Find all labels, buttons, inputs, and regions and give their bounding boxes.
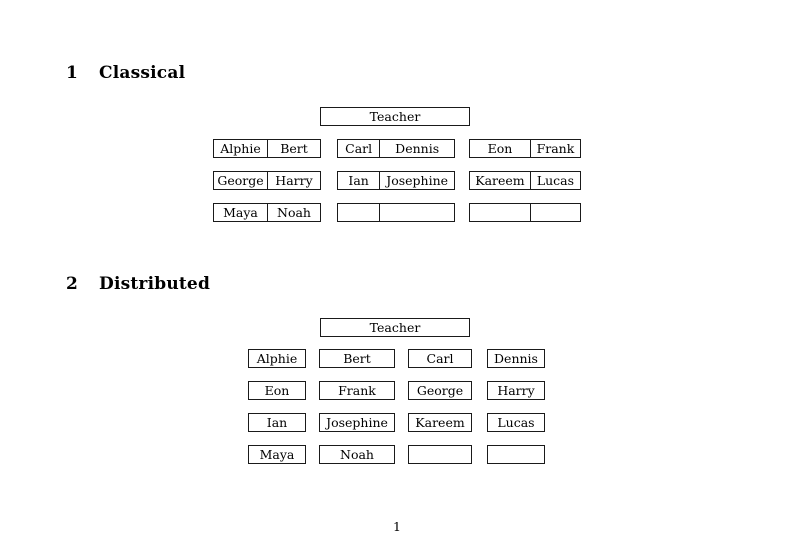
cell-empty-right-1[interactable]	[470, 204, 530, 221]
distributed-cell-josephine[interactable]: Josephine	[319, 413, 395, 432]
cell-bert[interactable]: Bert	[266, 140, 320, 157]
distributed-cell-empty-2[interactable]	[487, 445, 545, 464]
cell-kareem[interactable]: Kareem	[475, 173, 525, 188]
section-number: 1	[66, 63, 79, 83]
classical-group-right-row-2[interactable]: Kareem Lucas	[469, 171, 581, 190]
cell-noah[interactable]: Noah	[266, 204, 320, 221]
section-heading-classical: 1 Classical	[66, 63, 185, 83]
distributed-cell-george[interactable]: George	[408, 381, 472, 400]
cell-empty-right-2[interactable]	[529, 204, 580, 221]
classical-group-right-row-3[interactable]	[469, 203, 581, 222]
classical-group-middle-row-2[interactable]: Ian Josephine	[337, 171, 455, 190]
classical-group-middle-row-3[interactable]	[337, 203, 455, 222]
distributed-cell-carl[interactable]: Carl	[408, 349, 472, 368]
classical-group-middle-row-1[interactable]: Carl Dennis	[337, 139, 455, 158]
cell-harry[interactable]: Harry	[266, 172, 320, 189]
distributed-cell-ian[interactable]: Ian	[248, 413, 306, 432]
classical-group-left-row-1[interactable]: Alphie Bert	[213, 139, 321, 158]
distributed-cell-noah[interactable]: Noah	[319, 445, 395, 464]
cell-eon[interactable]: Eon	[487, 141, 513, 156]
distributed-cell-dennis[interactable]: Dennis	[487, 349, 545, 368]
distributed-cell-eon[interactable]: Eon	[248, 381, 306, 400]
cell-george[interactable]: George	[217, 173, 264, 188]
distributed-cell-empty-1[interactable]	[408, 445, 472, 464]
cell-carl[interactable]: Carl	[345, 141, 373, 156]
classical-group-left-row-2[interactable]: George Harry	[213, 171, 321, 190]
distributed-cell-frank[interactable]: Frank	[319, 381, 395, 400]
section-number: 2	[66, 274, 79, 294]
distributed-cell-bert[interactable]: Bert	[319, 349, 395, 368]
cell-alphie[interactable]: Alphie	[220, 141, 261, 156]
cell-ian[interactable]: Ian	[348, 173, 369, 188]
classical-group-left-row-3[interactable]: Maya Noah	[213, 203, 321, 222]
cell-lucas[interactable]: Lucas	[529, 172, 580, 189]
cell-dennis[interactable]: Dennis	[379, 140, 454, 157]
distributed-cell-maya[interactable]: Maya	[248, 445, 306, 464]
section-heading-distributed: 2 Distributed	[66, 274, 210, 294]
cell-empty-middle-2[interactable]	[379, 204, 454, 221]
cell-maya[interactable]: Maya	[223, 205, 258, 220]
section-title: Classical	[99, 63, 186, 83]
cell-frank[interactable]: Frank	[529, 140, 580, 157]
section-title: Distributed	[99, 274, 211, 294]
distributed-cell-alphie[interactable]: Alphie	[248, 349, 306, 368]
cell-josephine[interactable]: Josephine	[379, 172, 454, 189]
page-number: 1	[393, 519, 401, 534]
distributed-teacher-box[interactable]: Teacher	[320, 318, 470, 337]
distributed-cell-harry[interactable]: Harry	[487, 381, 545, 400]
distributed-cell-kareem[interactable]: Kareem	[408, 413, 472, 432]
classical-group-right-row-1[interactable]: Eon Frank	[469, 139, 581, 158]
distributed-cell-lucas[interactable]: Lucas	[487, 413, 545, 432]
cell-empty-middle-1[interactable]	[338, 204, 379, 221]
classical-teacher-box[interactable]: Teacher	[320, 107, 470, 126]
